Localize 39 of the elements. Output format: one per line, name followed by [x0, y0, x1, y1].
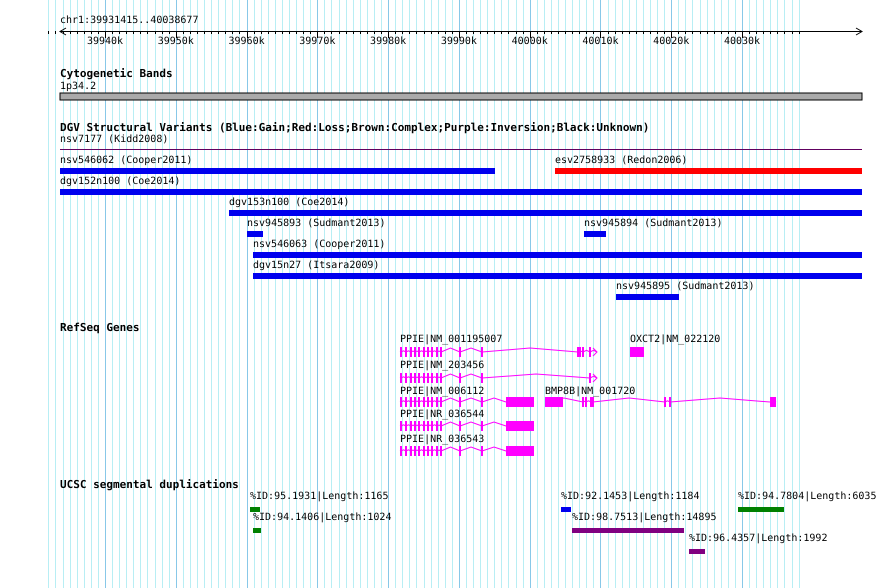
- track-title: UCSC segmental duplications: [60, 479, 239, 490]
- tick-label: 39950k: [156, 36, 195, 47]
- feature-label: nsv945893 (Sudmant2013): [247, 218, 386, 229]
- track-title: Cytogenetic Bands: [60, 68, 173, 79]
- tick-label: 40020k: [652, 36, 690, 47]
- tick-label: 39980k: [369, 36, 408, 47]
- track-title: DGV Structural Variants (Blue:Gain;Red:Loss;Brown:Complex;Purple:Inversion;Black:Unknown): [60, 122, 650, 133]
- tick-label: 40000k: [510, 36, 549, 47]
- tick-label: 39960k: [227, 36, 266, 47]
- feature-label: dgv153n100 (Coe2014): [229, 197, 350, 208]
- feature-label: nsv7177 (Kidd2008): [60, 134, 168, 145]
- feature-label: %ID:95.1931|Length:1165: [250, 491, 388, 502]
- feature-label: nsv546063 (Cooper2011): [253, 239, 386, 250]
- feature-label: %ID:98.7513|Length:14895: [572, 512, 716, 523]
- coordinate-range: chr1:39931415..40038677: [60, 15, 198, 26]
- track-title: RefSeq Genes: [60, 322, 140, 333]
- feature-label: %ID:96.4357|Length:1992: [689, 533, 828, 544]
- gene-label: BMP8B|NM_001720: [545, 386, 636, 397]
- tick-label: 39970k: [298, 36, 336, 47]
- feature-label: %ID:94.7804|Length:6035: [738, 491, 876, 502]
- gene-label: PPIE|NM_001195007: [400, 334, 502, 345]
- tick-label: 40030k: [722, 36, 762, 47]
- feature-label: dgv15n27 (Itsara2009): [253, 260, 380, 271]
- band-label: 1p34.2: [60, 81, 96, 92]
- feature-label: nsv945895 (Sudmant2013): [616, 281, 754, 292]
- feature-label: %ID:92.1453|Length:1184: [561, 491, 700, 502]
- gene-label: PPIE|NR_036543: [400, 434, 484, 445]
- feature-label: esv2758933 (Redon2006): [555, 155, 688, 166]
- feature-label: dgv152n100 (Coe2014): [60, 176, 180, 187]
- feature-label: nsv945894 (Sudmant2013): [584, 218, 722, 229]
- tick-label: 39990k: [440, 36, 478, 47]
- tick-label: 39940k: [86, 36, 124, 47]
- feature-label: nsv546062 (Cooper2011): [60, 155, 192, 166]
- tick-label: 40010k: [581, 36, 620, 47]
- gene-label: PPIE|NM_006112: [400, 386, 484, 397]
- feature-label: %ID:94.1406|Length:1024: [253, 512, 392, 523]
- gene-label: PPIE|NR_036544: [400, 409, 484, 420]
- gene-label: PPIE|NM_203456: [400, 360, 484, 371]
- gene-label: OXCT2|NM_022120: [630, 334, 720, 345]
